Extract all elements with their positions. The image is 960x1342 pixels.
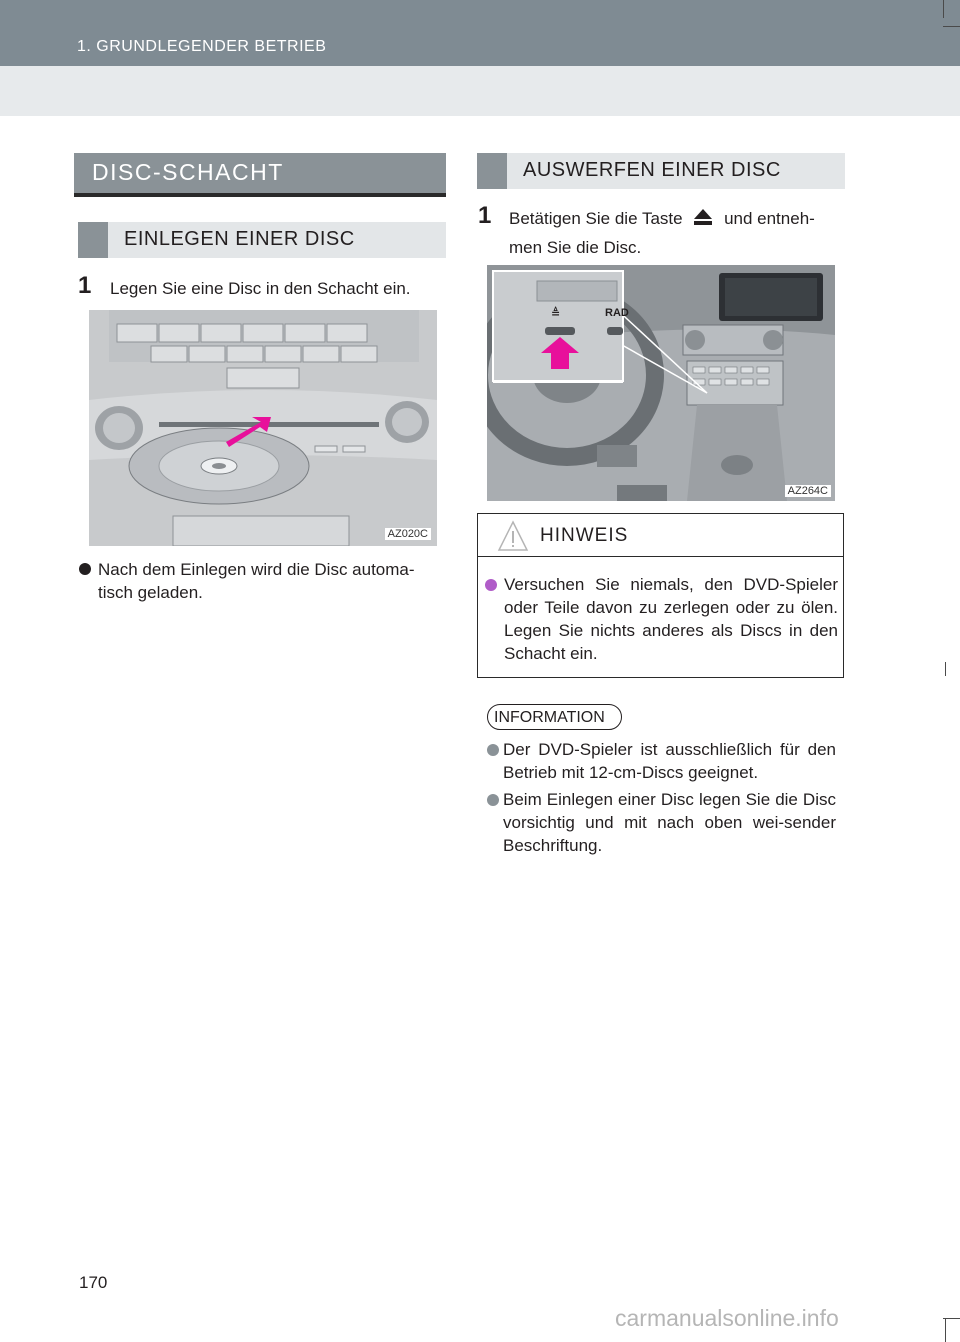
information-label: INFORMATION bbox=[487, 704, 622, 730]
watermark: carmanualsonline.info bbox=[615, 1305, 839, 1331]
notice-bullet-dot bbox=[485, 579, 497, 591]
disc-slot-illustration bbox=[89, 310, 437, 546]
page-number: 170 bbox=[79, 1273, 108, 1292]
info-bullet-dot bbox=[487, 794, 499, 806]
chapter-title: 1. GRUNDLEGENDER BETRIEB bbox=[77, 38, 327, 55]
crop-mark bbox=[943, 0, 944, 18]
notice-box: HINWEIS Versuchen Sie niemals, den DVD-S… bbox=[477, 513, 844, 678]
info-bullet-dot bbox=[487, 744, 499, 756]
figure-code: AZ264C bbox=[784, 485, 831, 497]
section-heading-text: DISC-SCHACHT bbox=[92, 159, 284, 185]
step-text-after: und entneh- bbox=[724, 209, 815, 228]
header-band bbox=[0, 0, 960, 66]
figure-disc-insert: AZ020C bbox=[89, 310, 437, 546]
information-title: INFORMATION bbox=[494, 709, 605, 726]
crop-mark bbox=[945, 1318, 946, 1342]
subheading-text: AUSWERFEN EINER DISC bbox=[523, 159, 781, 181]
step-number: 1 bbox=[478, 202, 492, 229]
section-heading: DISC-SCHACHT bbox=[74, 153, 446, 197]
bullet-dot bbox=[79, 563, 91, 575]
subheading-tab bbox=[78, 222, 108, 258]
step-text-line1: Betätigen Sie die Taste und entneh- bbox=[509, 205, 845, 233]
crop-mark bbox=[945, 662, 946, 676]
radio-button-label: RAD bbox=[605, 307, 629, 319]
bullet-text: Nach dem Einlegen wird die Disc automa- … bbox=[98, 560, 415, 602]
notice-title: HINWEIS bbox=[540, 525, 629, 546]
dashboard-illustration bbox=[487, 265, 835, 501]
info-text: Der DVD-Spieler ist ausschließlich für d… bbox=[503, 740, 836, 782]
subheading-eject: AUSWERFEN EINER DISC bbox=[477, 153, 845, 189]
step-text-line2: men Sie die Disc. bbox=[509, 238, 642, 257]
step-text: Legen Sie eine Disc in den Schacht ein. bbox=[110, 279, 411, 298]
notice-divider bbox=[478, 556, 843, 557]
eject-button-label: ≜ bbox=[551, 308, 561, 320]
eject-icon bbox=[694, 209, 713, 225]
warning-triangle-icon bbox=[497, 520, 529, 551]
crop-mark bbox=[943, 1318, 960, 1319]
figure-dashboard-eject: ≜ RAD AZ264C bbox=[487, 265, 835, 501]
subheading-text: EINLEGEN EINER DISC bbox=[124, 228, 355, 250]
subheading-insert: EINLEGEN EINER DISC bbox=[78, 222, 446, 258]
info-text: Beim Einlegen einer Disc legen Sie die D… bbox=[503, 790, 836, 855]
figure-code: AZ020C bbox=[384, 528, 431, 540]
step-text-before: Betätigen Sie die Taste bbox=[509, 209, 683, 228]
crop-mark bbox=[943, 26, 960, 27]
subheading-tab bbox=[477, 153, 507, 189]
step-number: 1 bbox=[78, 272, 92, 299]
notice-text: Versuchen Sie niemals, den DVD-Spieler o… bbox=[504, 575, 838, 663]
header-sub-band bbox=[0, 66, 960, 116]
